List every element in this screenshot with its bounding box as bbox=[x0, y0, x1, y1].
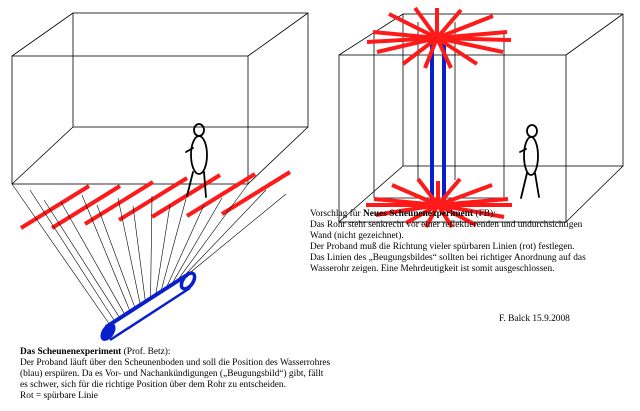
right-caption-line: Der Proband muß die Richtung vieler spür… bbox=[310, 242, 575, 253]
red-ray bbox=[423, 37, 439, 69]
red-ray bbox=[436, 14, 494, 40]
left-caption-line: (blau) erspüren. Da es Vor- und Nachankü… bbox=[20, 369, 324, 380]
red-ray bbox=[436, 36, 512, 42]
red-ray bbox=[424, 204, 440, 228]
red-ray bbox=[413, 6, 439, 40]
red-ray bbox=[436, 177, 462, 207]
fan-line bbox=[170, 197, 223, 286]
fan-line bbox=[132, 205, 146, 303]
right-title-suffix: (FB): bbox=[473, 209, 496, 219]
left-title-rest: (Prof. Betz): bbox=[121, 347, 171, 357]
left-barn-box bbox=[11, 12, 309, 185]
red-ray bbox=[435, 36, 479, 66]
red-ray bbox=[436, 36, 504, 54]
left-red-lines bbox=[19, 170, 292, 230]
right-caption-line: Das Linien des „Beugungsbildes“ sollten … bbox=[310, 253, 586, 264]
fan-line bbox=[165, 204, 205, 290]
left-caption-line: es schwer, sich für die richtige Positio… bbox=[20, 380, 286, 391]
fan-line bbox=[60, 201, 126, 316]
red-line bbox=[220, 170, 292, 216]
red-ray bbox=[388, 12, 438, 40]
fan-line bbox=[29, 189, 116, 322]
fan-line bbox=[175, 183, 249, 283]
right-person-figure bbox=[519, 124, 540, 199]
red-ray bbox=[405, 203, 439, 225]
author-date-line: F. Balck 15.9.2008 bbox=[499, 314, 570, 324]
fan-line bbox=[160, 198, 187, 293]
right-red-lines bbox=[366, 6, 512, 229]
red-ray bbox=[436, 203, 454, 229]
red-ray bbox=[416, 177, 440, 207]
left-fan-lines bbox=[11, 183, 287, 326]
left-person-figure bbox=[185, 123, 208, 198]
fan-line bbox=[11, 183, 111, 326]
right-caption-title: Vorschlag für Neues Scheunenexperiment (… bbox=[310, 209, 586, 220]
fan-line bbox=[81, 194, 131, 313]
right-title-prefix: Vorschlag für bbox=[310, 209, 363, 219]
red-line bbox=[117, 176, 189, 222]
red-line bbox=[50, 184, 122, 230]
right-caption-line: Wasserohr zeigen. Eine Mehrdeutigkeit is… bbox=[310, 264, 555, 275]
fan-line bbox=[180, 189, 267, 280]
red-ray bbox=[437, 183, 493, 207]
left-caption-line: Der Proband läuft über den Scheunenboden… bbox=[20, 358, 331, 369]
red-ray bbox=[401, 36, 439, 66]
red-ray bbox=[435, 8, 463, 40]
right-water-pipe bbox=[430, 36, 446, 207]
right-caption-line: Das Rohr steht senkrecht vor einer refle… bbox=[310, 220, 583, 231]
fan-line bbox=[155, 204, 171, 296]
red-line bbox=[185, 172, 257, 218]
red-ray bbox=[366, 36, 438, 44]
red-line bbox=[19, 184, 91, 230]
fan-line bbox=[185, 193, 287, 277]
right-caption-line: Wand (nicht gezeichnet). bbox=[310, 231, 404, 242]
fan-line bbox=[43, 199, 121, 319]
fan-line bbox=[150, 195, 153, 299]
left-water-pipe bbox=[100, 271, 197, 342]
left-caption-line: Rot = spürbare Linie bbox=[20, 391, 98, 402]
right-title-bold: Neues Scheunenexperiment bbox=[362, 209, 474, 219]
fan-line bbox=[96, 204, 136, 309]
red-ray bbox=[391, 183, 439, 207]
red-ray bbox=[437, 203, 477, 227]
left-title-bold: Das Scheunenexperiment bbox=[20, 347, 122, 357]
left-caption-title: Das Scheunenexperiment (Prof. Betz): bbox=[20, 347, 330, 358]
red-line bbox=[150, 173, 222, 219]
fan-line bbox=[117, 197, 141, 306]
red-ray bbox=[435, 37, 453, 69]
left-caption: Das Scheunenexperiment (Prof. Betz): Der… bbox=[20, 347, 330, 402]
right-caption: Vorschlag für Neues Scheunenexperiment (… bbox=[310, 209, 586, 276]
